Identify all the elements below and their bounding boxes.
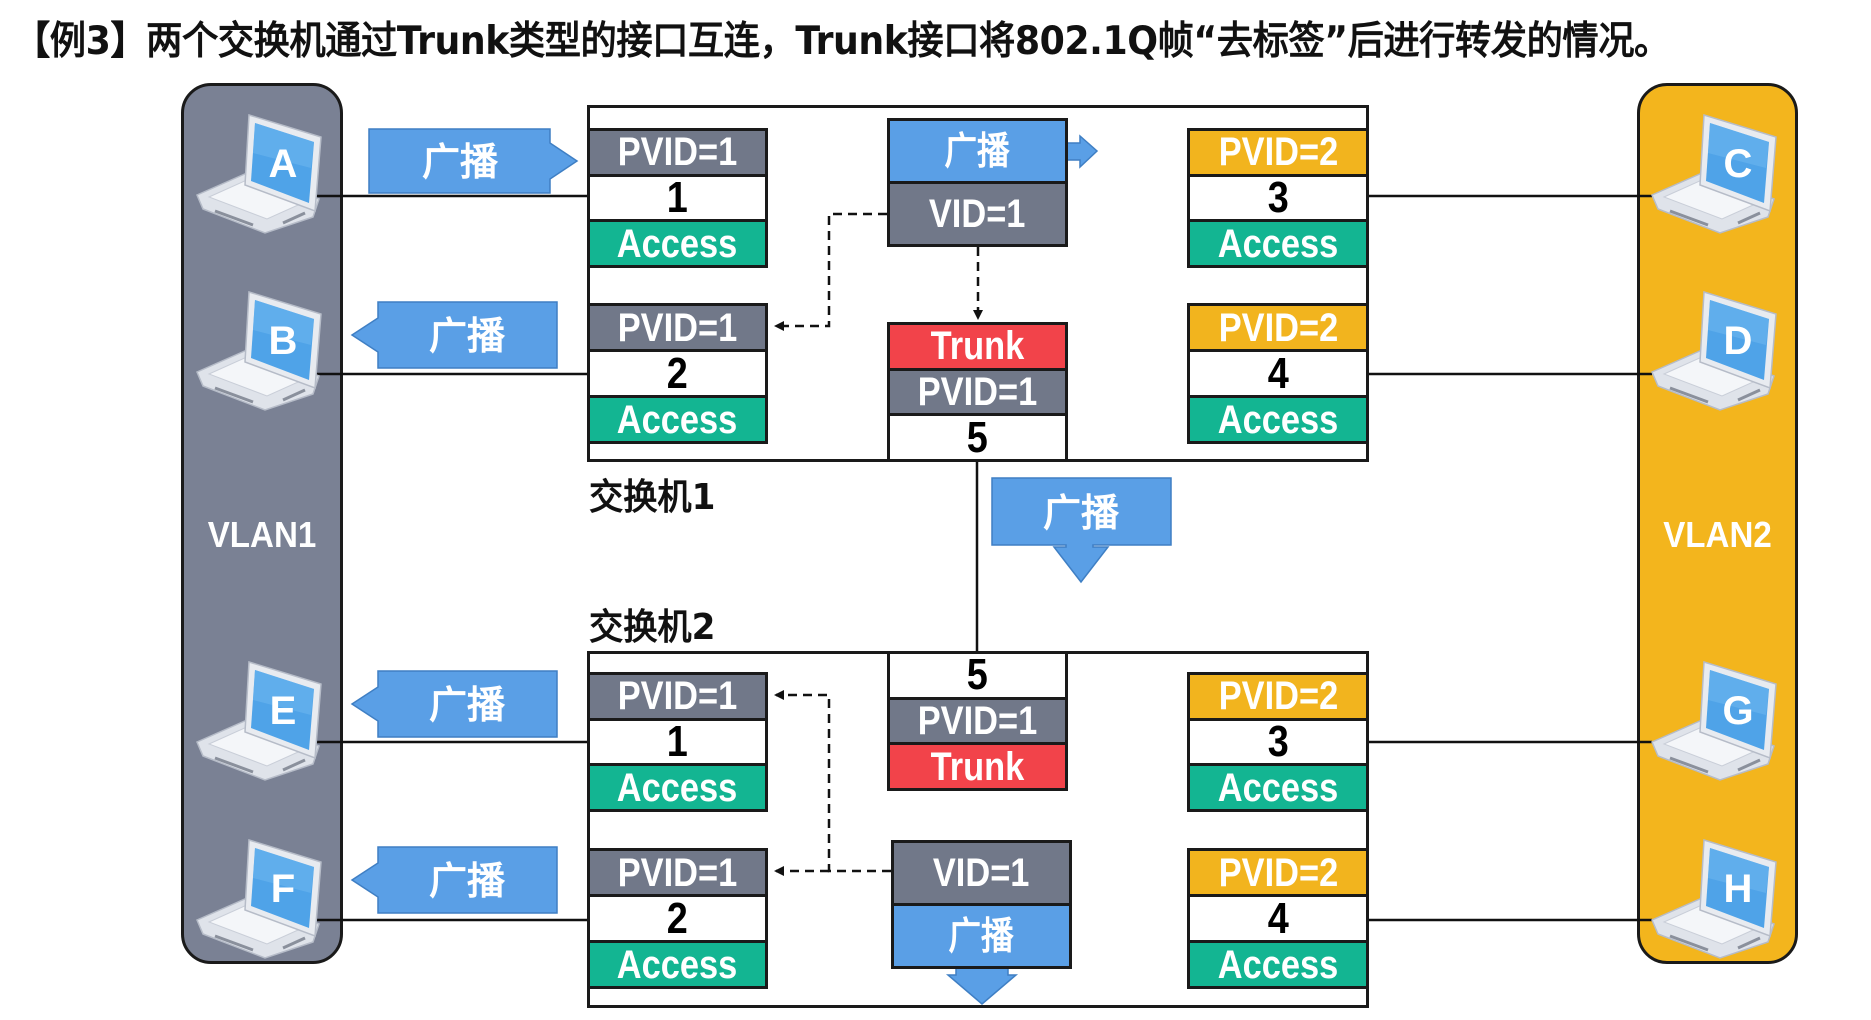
- switch1-port-4[interactable]: PVID=2 4 Access: [1187, 303, 1369, 444]
- port-number: 5: [887, 416, 1068, 463]
- frame-payload: 广播: [891, 906, 1072, 969]
- switch1-port-3[interactable]: PVID=2 3 Access: [1187, 128, 1369, 269]
- port-type: Access: [1187, 222, 1369, 269]
- frame-vid: VID=1: [887, 184, 1068, 247]
- laptop-icon: B: [196, 291, 322, 411]
- laptop-label: D: [1724, 319, 1753, 363]
- port-pvid: PVID=1: [887, 370, 1068, 417]
- port-number: 1: [587, 720, 768, 767]
- port-number: 1: [587, 176, 768, 223]
- broadcast-label-f: 广播: [429, 859, 506, 903]
- laptop-d[interactable]: D: [1650, 290, 1780, 412]
- laptop-f[interactable]: F: [195, 838, 325, 960]
- laptop-label: G: [1722, 689, 1753, 733]
- frame-vid: VID=1: [891, 840, 1072, 906]
- page-title: 【例3】两个交换机通过Trunk类型的接口互连，Trunk接口将802.1Q帧“…: [14, 19, 1670, 64]
- broadcast-arrow-e: 广播: [350, 670, 558, 738]
- switch2-port-1[interactable]: PVID=1 1 Access: [587, 672, 768, 813]
- port-type: Trunk: [887, 745, 1068, 792]
- s2-path-to-port1: [774, 690, 891, 873]
- switch1-trunk-port[interactable]: Trunk PVID=1 5: [887, 322, 1068, 463]
- port-number: 2: [587, 352, 768, 398]
- switch2-trunk-port[interactable]: 5 PVID=1 Trunk: [887, 651, 1068, 792]
- switch1-port-2[interactable]: PVID=1 2 Access: [587, 303, 768, 444]
- broadcast-label-b: 广播: [429, 314, 506, 358]
- broadcast-label-a: 广播: [422, 140, 499, 184]
- port-pvid: PVID=1: [587, 848, 768, 897]
- laptop-b[interactable]: B: [195, 290, 325, 412]
- broadcast-label-e: 广播: [429, 683, 506, 727]
- vlan2-label: VLAN2: [1663, 514, 1772, 555]
- port-number: 5: [887, 651, 1068, 700]
- broadcast-label-trunk: 广播: [1043, 491, 1120, 535]
- port-number: 3: [1187, 720, 1369, 767]
- port-type: Access: [1187, 766, 1369, 813]
- port-type: Access: [587, 943, 768, 989]
- laptop-e[interactable]: E: [195, 660, 325, 782]
- broadcast-arrow-f: 广播: [350, 846, 558, 914]
- port-type: Access: [1187, 398, 1369, 444]
- laptop-label: A: [269, 142, 298, 186]
- port-pvid: PVID=2: [1187, 128, 1369, 177]
- switch2-label: 交换机2: [589, 607, 716, 648]
- broadcast-arrow-b: 广播: [350, 301, 558, 369]
- port-type: Access: [1187, 943, 1369, 989]
- laptop-label: B: [269, 319, 298, 363]
- laptop-icon: C: [1651, 114, 1777, 234]
- broadcast-arrow-trunk: 广播: [991, 477, 1172, 584]
- laptop-icon: E: [196, 661, 322, 781]
- switch1-frame-arrow-tip: [1066, 134, 1099, 169]
- broadcast-arrow-a: 广播: [368, 128, 579, 194]
- laptop-icon: G: [1651, 661, 1777, 781]
- port-type: Trunk: [887, 322, 1068, 371]
- laptop-label: F: [271, 867, 295, 911]
- port-pvid: PVID=2: [1187, 672, 1369, 721]
- port-type: Access: [587, 398, 768, 444]
- port-pvid: PVID=1: [587, 672, 768, 721]
- laptop-icon: D: [1651, 291, 1777, 411]
- port-number: 3: [1187, 176, 1369, 223]
- port-pvid: PVID=2: [1187, 303, 1369, 352]
- port-pvid: PVID=1: [587, 303, 768, 352]
- switch1-frame: 广播 VID=1: [887, 118, 1068, 247]
- switch2-port-2[interactable]: PVID=1 2 Access: [587, 848, 768, 989]
- laptop-h[interactable]: H: [1650, 838, 1780, 960]
- switch2-frame: VID=1 广播: [891, 840, 1072, 969]
- laptop-label: C: [1724, 142, 1753, 186]
- port-number: 4: [1187, 897, 1369, 943]
- laptop-icon: F: [196, 839, 322, 959]
- switch2-port-4[interactable]: PVID=2 4 Access: [1187, 848, 1369, 989]
- port-number: 4: [1187, 352, 1369, 398]
- laptop-label: E: [270, 689, 297, 733]
- port-number: 2: [587, 897, 768, 943]
- laptop-icon: H: [1651, 839, 1777, 959]
- port-pvid: PVID=1: [887, 699, 1068, 746]
- vlan1-label: VLAN1: [207, 514, 317, 555]
- s1-path-to-port2: [774, 212, 887, 331]
- port-pvid: PVID=2: [1187, 848, 1369, 897]
- port-pvid: PVID=1: [587, 128, 768, 177]
- switch2-frame-arrow-tip: [945, 966, 1019, 1005]
- laptop-icon: A: [196, 114, 322, 234]
- switch2-port-3[interactable]: PVID=2 3 Access: [1187, 672, 1369, 813]
- switch1-label: 交换机1: [589, 477, 716, 518]
- laptop-label: H: [1724, 867, 1753, 911]
- port-type: Access: [587, 766, 768, 813]
- frame-payload: 广播: [887, 118, 1068, 184]
- laptop-g[interactable]: G: [1650, 660, 1780, 782]
- port-type: Access: [587, 222, 768, 269]
- laptop-a[interactable]: A: [195, 113, 325, 235]
- switch1-port-1[interactable]: PVID=1 1 Access: [587, 128, 768, 269]
- laptop-c[interactable]: C: [1650, 113, 1780, 235]
